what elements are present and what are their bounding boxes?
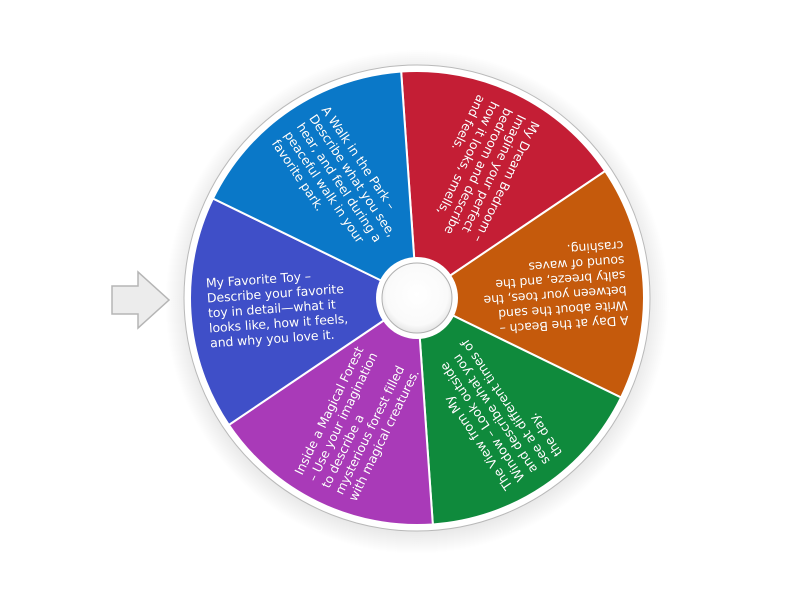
segment-label-a-day-at-the-beach: A Day at the Beach – Write about the san… bbox=[483, 238, 630, 338]
wheel-segment-a-walk-in-the-park[interactable] bbox=[211, 70, 419, 300]
wheel-segment-my-favorite-toy[interactable] bbox=[189, 197, 419, 427]
wheel-segment-my-dream-bedroom[interactable] bbox=[400, 70, 607, 300]
wheel-segment-inside-a-magical-forest[interactable] bbox=[227, 296, 434, 526]
wheel-segment-the-view-from-my-window[interactable] bbox=[415, 296, 623, 526]
arrow-right-icon bbox=[111, 270, 171, 330]
wheel-segments bbox=[189, 70, 645, 526]
wheel-segment-a-day-at-the-beach[interactable] bbox=[415, 169, 645, 399]
segment-label-my-favorite-toy: My Favorite Toy – Describe your favorite… bbox=[204, 267, 348, 351]
hub-center[interactable] bbox=[381, 262, 453, 334]
